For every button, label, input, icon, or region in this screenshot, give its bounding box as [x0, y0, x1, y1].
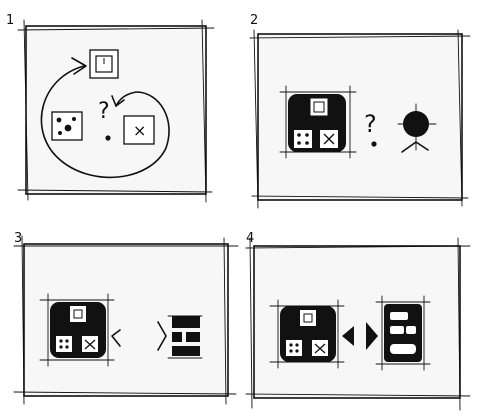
- close-tile: ×: [124, 116, 154, 144]
- panel-2: 2 ?: [250, 13, 470, 208]
- question-mark-1: ?: [98, 99, 110, 124]
- close-icon: ×: [133, 121, 146, 140]
- panel-1: 1 ? ×: [6, 13, 214, 202]
- question-mark-2: ?: [364, 110, 377, 138]
- panel-4: 4: [246, 231, 470, 410]
- dots-tile: [52, 112, 82, 140]
- panel-3: 3: [14, 231, 238, 404]
- panel-3-number: 3: [14, 231, 22, 246]
- panel-1-number: 1: [6, 13, 14, 28]
- panel-2-number: 2: [250, 13, 258, 28]
- window-icon: [90, 50, 118, 78]
